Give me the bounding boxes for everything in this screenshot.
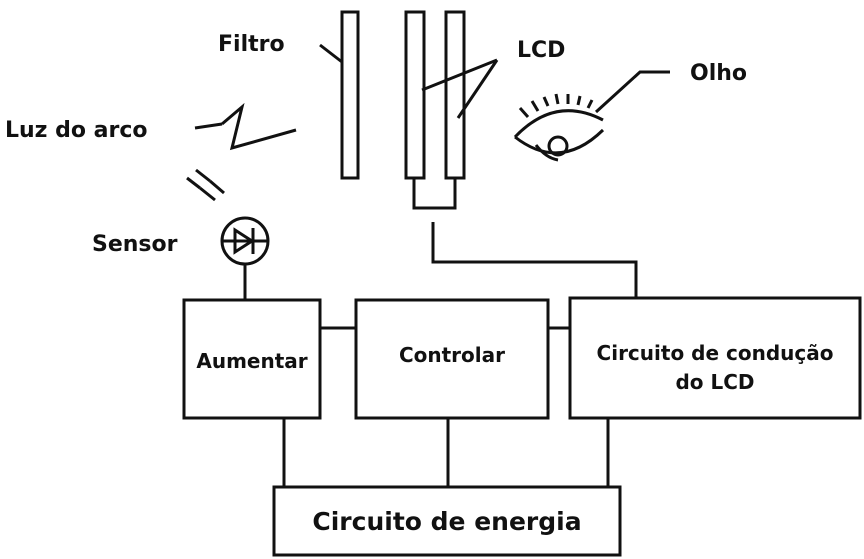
power-circuit-label: Circuito de energia [312,507,581,536]
lcd-leader-line-back [456,59,499,119]
eye-label: Olho [690,61,747,86]
light-rays-icon [186,168,225,202]
eye-leader-line [594,70,670,114]
lcd-leader-line-front [421,58,498,92]
lcd-panel-front [404,10,426,180]
lcd-panel-back [444,10,466,180]
lcd-label: LCD [517,38,565,63]
controller-label: Controlar [399,343,505,367]
arc-leader-line [194,122,223,130]
lcd-driver-block [568,296,862,420]
filter-leader-line [319,43,343,64]
lcd-connector [412,178,457,210]
amplifier-block [182,298,322,420]
lightning-zigzag-icon [221,102,297,151]
lcd-driver-label-line1: Circuito de condução [597,341,834,365]
photodiode-sensor-icon [220,216,270,266]
controller-block [354,298,550,420]
lcd-driver-label-line2: do LCD [675,370,754,394]
power-circuit-block [272,485,622,557]
filter-panel [340,10,360,180]
lcd-to-driver-wire [431,222,638,298]
amplifier-label: Aumentar [196,349,307,373]
filter-label: Filtro [218,32,285,57]
eye-icon [513,93,605,162]
arc-light-label: Luz do arco [5,118,148,143]
sensor-label: Sensor [92,232,178,257]
